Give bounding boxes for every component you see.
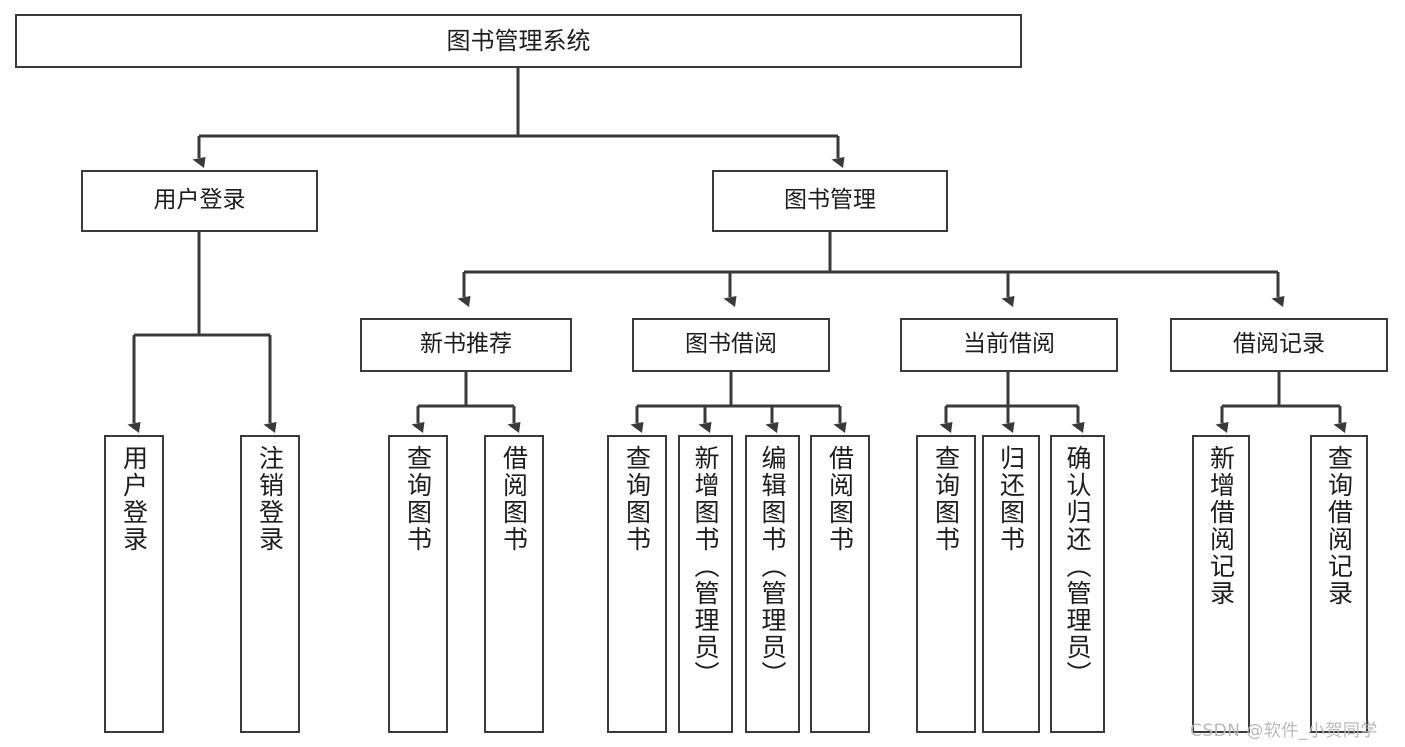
node-label: 用户登录: [119, 445, 149, 553]
leaf-book-borrow-edit-book-admin[interactable]: 编辑图书（管理员）: [745, 435, 800, 733]
leaf-new-book-borrow-book[interactable]: 借阅图书: [484, 435, 544, 733]
node-label: 查询图书: [622, 445, 652, 553]
node-label: 新书推荐: [420, 331, 512, 358]
node-label: 注销登录: [255, 445, 285, 553]
leaf-borrow-record-add-record[interactable]: 新增借阅记录: [1192, 435, 1250, 733]
node-label: 查询图书: [403, 445, 433, 553]
node-root-system[interactable]: 图书管理系统: [15, 14, 1022, 68]
node-label: 图书借阅: [685, 331, 777, 358]
leaf-user-login-login[interactable]: 用户登录: [104, 435, 164, 733]
leaf-book-borrow-add-book-admin[interactable]: 新增图书（管理员）: [678, 435, 733, 733]
node-label: 当前借阅: [963, 331, 1055, 358]
node-label: 编辑图书（管理员）: [758, 445, 787, 688]
leaf-user-login-logout[interactable]: 注销登录: [240, 435, 300, 733]
leaf-book-borrow-borrow-book[interactable]: 借阅图书: [810, 435, 870, 733]
node-new-book-recommend[interactable]: 新书推荐: [360, 318, 572, 372]
leaf-borrow-record-query-record[interactable]: 查询借阅记录: [1310, 435, 1368, 733]
leaf-book-borrow-query-book[interactable]: 查询图书: [607, 435, 667, 733]
node-label: 查询借阅记录: [1324, 445, 1354, 607]
node-label: 新增借阅记录: [1206, 445, 1236, 607]
node-book-borrow[interactable]: 图书借阅: [632, 318, 830, 372]
node-label: 借阅图书: [825, 445, 855, 553]
node-label: 用户登录: [153, 187, 246, 214]
leaf-new-book-query-book[interactable]: 查询图书: [388, 435, 448, 733]
leaf-current-borrow-confirm-return-admin[interactable]: 确认归还（管理员）: [1050, 435, 1105, 733]
node-label: 新增图书（管理员）: [691, 445, 720, 688]
node-label: 归还图书: [996, 445, 1026, 553]
node-book-management[interactable]: 图书管理: [712, 170, 948, 232]
node-label: 图书管理系统: [446, 26, 591, 55]
node-label: 借阅图书: [499, 445, 529, 553]
node-label: 图书管理: [784, 187, 876, 214]
node-current-borrow[interactable]: 当前借阅: [900, 318, 1118, 372]
csdn-watermark: CSDN @软件_小贺同学: [1190, 721, 1378, 741]
leaf-current-borrow-return-book[interactable]: 归还图书: [982, 435, 1040, 733]
leaf-current-borrow-query-book[interactable]: 查询图书: [916, 435, 976, 733]
node-label: 借阅记录: [1233, 331, 1325, 358]
node-label: 确认归还（管理员）: [1063, 445, 1092, 688]
node-user-login[interactable]: 用户登录: [81, 170, 318, 232]
node-label: 查询图书: [931, 445, 961, 553]
node-borrow-record[interactable]: 借阅记录: [1170, 318, 1388, 372]
